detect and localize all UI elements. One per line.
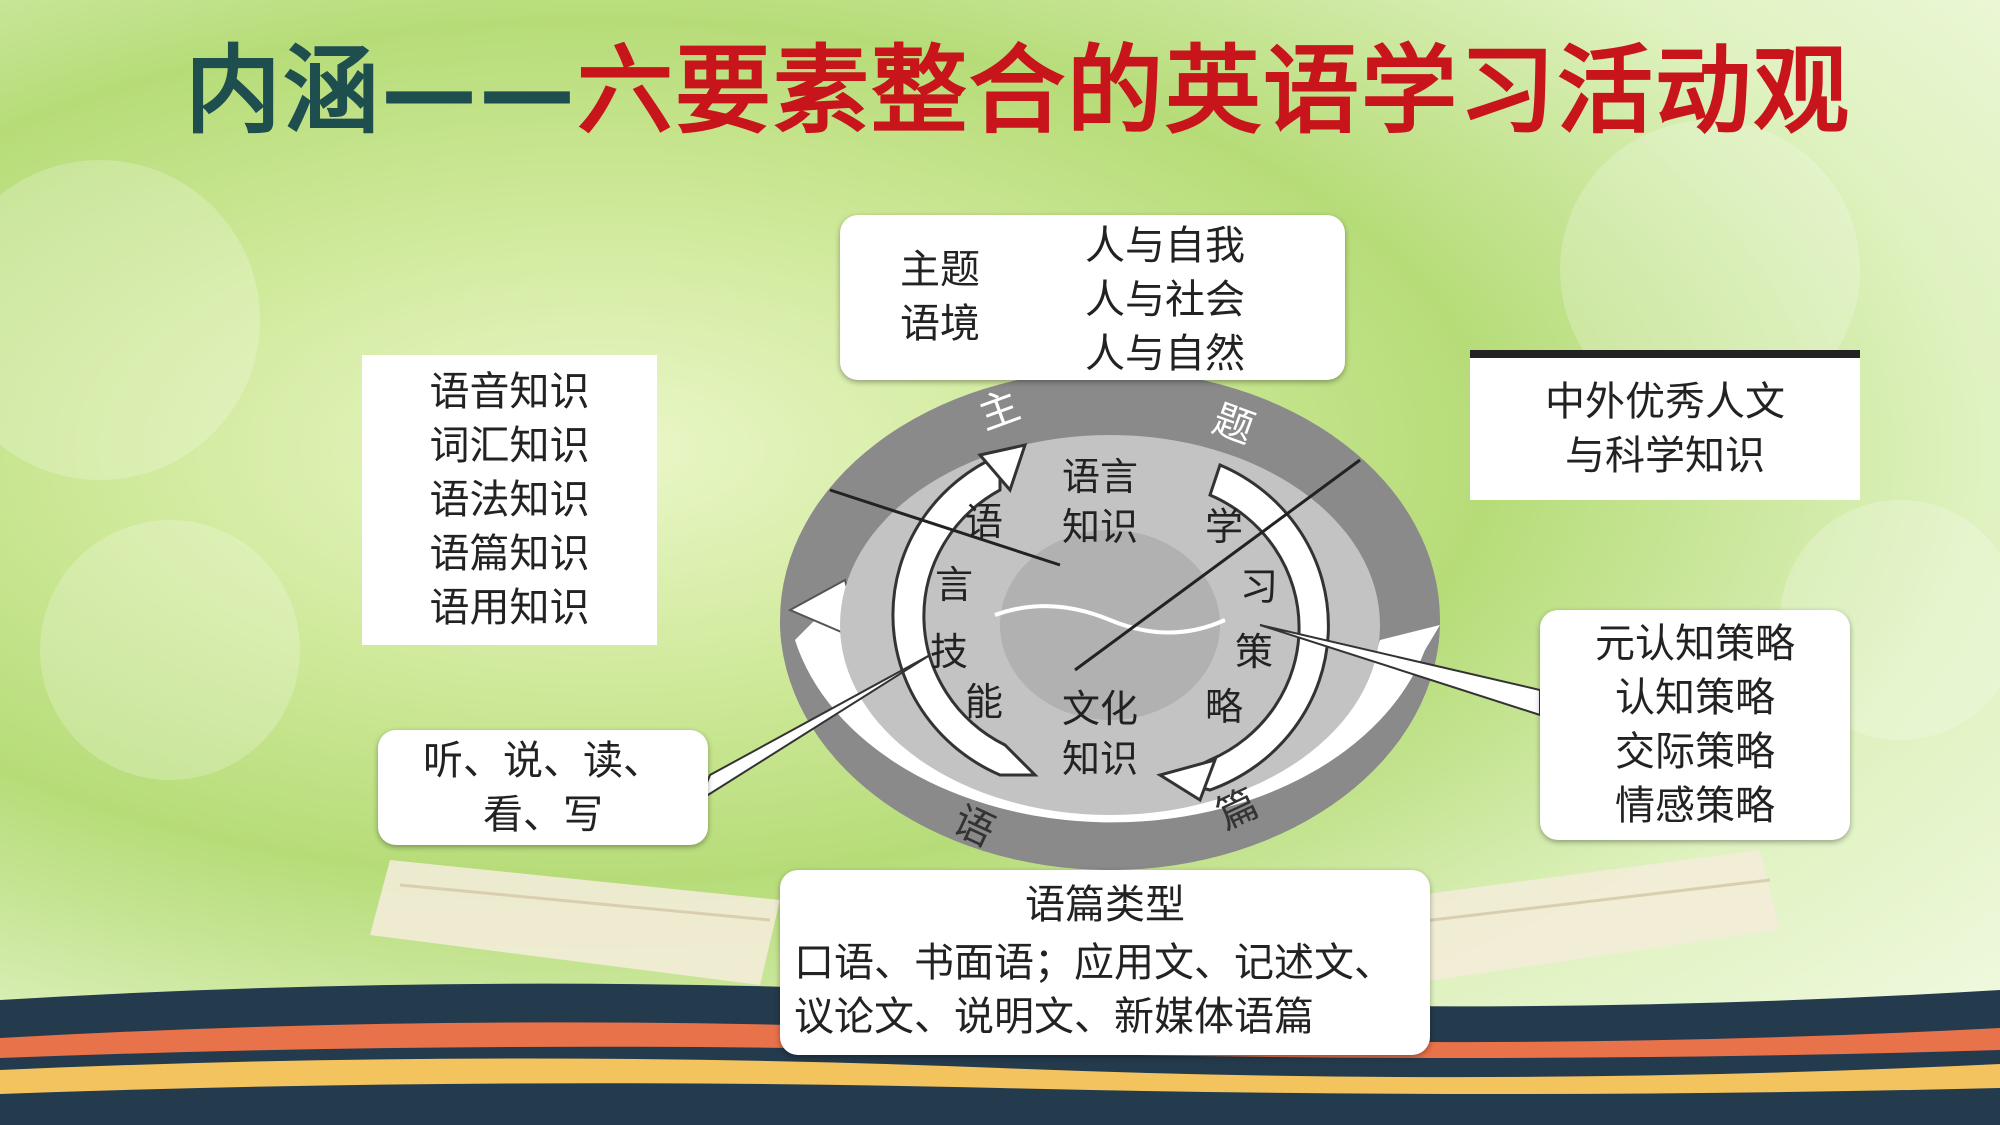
learning-strategy-char: 习 [1240,565,1278,609]
knowledge-item: 词汇知识 [429,423,590,469]
knowledge-box: 语音知识 词汇知识 语法知识 语篇知识 语用知识 [362,355,657,645]
theme-label: 语境 [900,301,980,347]
culture-item: 中外优秀人文 [1545,379,1785,425]
strategy-item: 认知策略 [1615,675,1775,721]
center-wave-line [994,604,1226,635]
learning-strategy-char: 策 [1235,630,1273,674]
bokeh-circle [40,520,300,780]
pointer-line [1074,458,1361,672]
discourse-title: 语篇类型 [1025,882,1185,928]
skills-item: 看、写 [483,791,603,838]
page-title: 内涵——六要素整合的英语学习活动观 [185,22,1851,147]
book-illustration [370,850,1780,985]
language-skills-arrow [891,452,1039,777]
culture-knowledge-label: 知识 [1062,737,1138,781]
strategy-item: 交际策略 [1615,729,1775,775]
skills-item: 听、说、读、 [423,737,663,784]
discourse-item: 口语、书面语；应用文、记述文、 [794,940,1394,986]
discourse-item: 议论文、说明文、新媒体语篇 [794,994,1314,1040]
theme-item: 人与社会 [1085,277,1245,323]
theme-label: 主题 [900,247,980,293]
knowledge-item: 语法知识 [429,477,590,523]
culture-knowledge-label: 文化 [1062,687,1138,731]
title-prefix: 内涵—— [185,34,577,147]
title-main: 六要素整合的英语学习活动观 [577,34,1851,147]
language-knowledge-label: 知识 [1062,505,1138,549]
language-skills-char: 能 [965,680,1003,724]
knowledge-item: 语用知识 [429,585,590,631]
strategy-item: 情感策略 [1615,783,1775,829]
strategy-item: 元认知策略 [1595,621,1795,667]
culture-box: 中外优秀人文 与科学知识 [1470,350,1860,500]
pointer-line [829,488,1061,567]
theme-item: 人与自我 [1085,223,1245,269]
learning-strategy-char: 略 [1205,685,1243,729]
culture-item: 与科学知识 [1565,433,1765,479]
language-skills-char: 技 [930,630,968,674]
strategy-box: 元认知策略 认知策略 交际策略 情感策略 [1540,610,1850,840]
theme-item: 人与自然 [1085,331,1245,377]
language-skills-char: 语 [965,500,1003,544]
skills-box: 听、说、读、 看、写 [378,730,708,845]
learning-strategy-char: 学 [1205,505,1243,549]
language-skills-char: 言 [935,563,973,607]
language-knowledge-label: 语言 [1062,455,1138,499]
knowledge-item: 语音知识 [429,369,590,415]
theme-context-box: 主题 语境 人与自我 人与社会 人与自然 [840,215,1345,380]
learning-strategy-arrow [1165,462,1330,792]
knowledge-item: 语篇知识 [429,531,590,577]
bokeh-circle [0,160,260,480]
discourse-type-box: 语篇类型 口语、书面语；应用文、记述文、 议论文、说明文、新媒体语篇 [780,870,1430,1055]
